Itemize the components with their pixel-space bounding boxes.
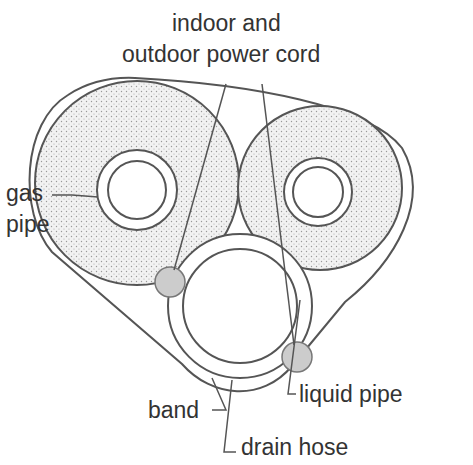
liquid-pipe-tube: [284, 158, 352, 226]
leader-line: [52, 195, 98, 197]
liquid-pipe-bore: [293, 167, 343, 217]
gas-pipe-bore: [108, 161, 166, 219]
drain-hose-outer: [168, 234, 312, 378]
leader-line: [174, 84, 226, 270]
leader-line: [288, 300, 300, 394]
band-outline: [30, 78, 413, 391]
part-label: gas pipe: [6, 178, 52, 240]
part-label: indoor and outdoor power cord: [122, 8, 340, 70]
part-label: band: [148, 395, 218, 426]
leader-line: [212, 378, 226, 410]
gas-pipe-tube: [97, 150, 177, 230]
part-label: drain hose: [241, 432, 441, 463]
part-label: liquid pipe: [299, 379, 469, 410]
leader-line: [224, 380, 236, 452]
power-cord: [155, 267, 185, 297]
leader-line: [262, 84, 294, 345]
drain-hose-inner: [183, 249, 297, 363]
power-cord: [282, 342, 312, 372]
